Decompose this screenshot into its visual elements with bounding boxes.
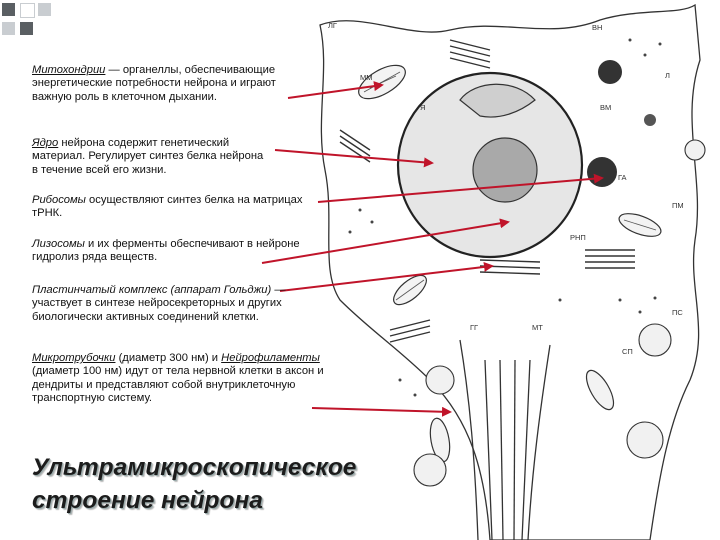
label-pm: ПМ: [672, 201, 684, 210]
note-golgi: Пластинчатый комплекс (аппарат Гольджи) …: [32, 284, 322, 324]
term-microtubules: Микротрубочки: [32, 352, 116, 364]
note-ribosomes-text: осуществляют синтез белка на матрицах тР…: [32, 194, 303, 220]
label-l: Л: [665, 71, 670, 80]
label-mt: МТ: [532, 323, 543, 332]
nucleolus: [472, 137, 538, 203]
note-mitochondria: Митохондрии — органеллы, обеспечивающие …: [32, 64, 292, 104]
note-lysosomes: Лизосомы и их ферменты обеспечивают в не…: [32, 238, 312, 265]
label-rnp: РНП: [570, 233, 586, 242]
note-mitochondria-text: — органеллы, обеспечивающие энергетическ…: [32, 64, 276, 103]
note-lysosomes-text: и их ферменты обеспечивают в нейроне гид…: [32, 238, 300, 264]
term-nucleus: Ядро: [32, 137, 59, 149]
note-neurofilaments-text: (диаметр 100 нм) идут от тела нервной кл…: [32, 365, 324, 405]
label-ps: ПС: [672, 308, 683, 317]
note-microtubules-text: (диаметр 300 нм) и: [115, 352, 222, 364]
term-mitochondria: Митохондрии: [32, 64, 106, 76]
note-golgi-text: — участвует в синтезе нейросекреторных и…: [32, 284, 286, 323]
term-neurofilaments: Нейрофиламенты: [221, 352, 320, 364]
label-sp: СП: [622, 347, 633, 356]
neuron-diagram: ЛГ ВН Л ММ ВМ Я ГА ПМ РНП СП ПС ГГ МТ: [319, 3, 706, 540]
term-lysosomes: Лизосомы: [32, 238, 85, 250]
label-lg: ЛГ: [328, 21, 337, 30]
term-ribosomes: Рибосомы: [32, 194, 86, 206]
label-ya: Я: [420, 103, 425, 112]
label-mm: ММ: [360, 73, 373, 82]
slide-title-line-1: Ультрамикроскопическое: [32, 454, 357, 481]
note-nucleus: Ядро нейрона содержит генетический матер…: [32, 137, 272, 177]
label-vm: ВМ: [600, 103, 611, 112]
note-ribosomes: Рибосомы осуществляют синтез белка на ма…: [32, 194, 312, 221]
label-vn: ВН: [592, 23, 602, 32]
slide-title: Ультрамикроскопическое строение нейрона: [32, 451, 356, 517]
slide-title-line-2: строение нейрона: [32, 487, 263, 514]
term-golgi: Пластинчатый комплекс (аппарат Гольджи): [32, 284, 272, 296]
label-gg: ГГ: [470, 323, 478, 332]
corner-decoration: [0, 0, 60, 44]
label-ga: ГА: [618, 173, 627, 182]
note-microtubules: Микротрубочки (диаметр 300 нм) и Нейрофи…: [32, 352, 332, 406]
note-nucleus-text: нейрона содержит генетический материал. …: [32, 137, 264, 176]
